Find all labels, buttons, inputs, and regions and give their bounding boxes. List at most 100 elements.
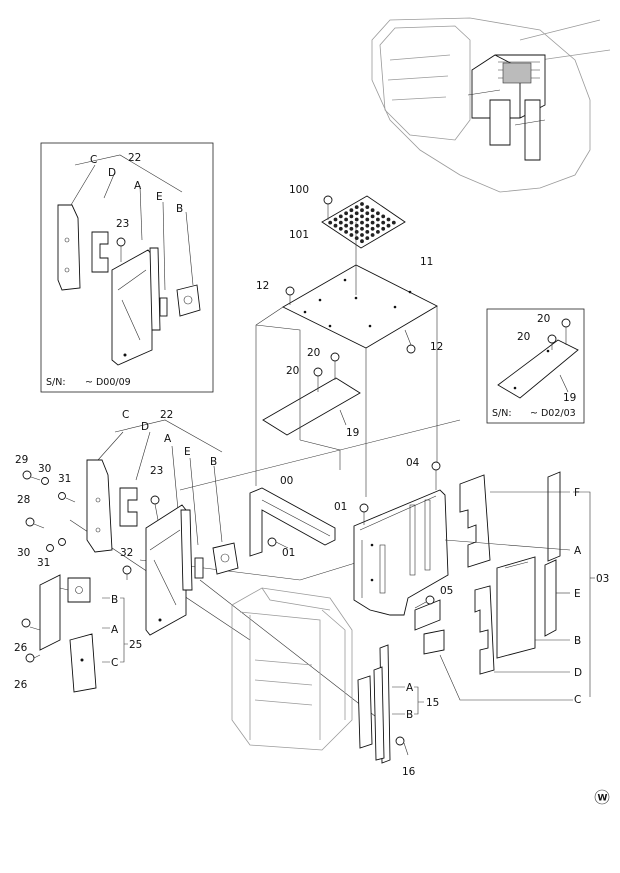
callout-12b: 12 <box>430 341 443 353</box>
overview-highlight-box <box>467 54 546 161</box>
inset-box-early-serial: C 22 D A E B 23 S/N: ~ D00/09 <box>40 142 214 393</box>
perforation-hole <box>349 220 354 225</box>
perforation-hole <box>344 211 348 216</box>
left-hardware <box>21 470 132 693</box>
perforation-hole <box>365 211 370 216</box>
perforation-hole <box>344 230 348 234</box>
perforation-hole <box>376 230 380 234</box>
right-plate-set <box>459 471 561 675</box>
perforation-hole <box>349 233 354 237</box>
callout-20b: 20 <box>286 365 299 377</box>
perforation-hole <box>354 205 359 210</box>
inset-serial-range: ~ D00/09 <box>85 377 131 388</box>
callout-D3: D <box>574 667 582 679</box>
perforation-hole <box>344 217 348 222</box>
perforation-hole <box>354 236 359 241</box>
callout-00: 00 <box>280 475 293 487</box>
perforation-hole <box>381 214 386 219</box>
perforation-hole <box>354 230 359 234</box>
perforation-hole <box>376 217 380 222</box>
callout-A1: A <box>164 433 172 445</box>
perforation-hole <box>381 226 386 231</box>
callout-26a: 26 <box>14 642 28 654</box>
perforation-hole <box>360 208 364 213</box>
perforation-hole <box>354 217 359 222</box>
perforation-hole <box>338 214 343 219</box>
callout-29: 29 <box>15 454 28 466</box>
callout-11: 11 <box>420 256 433 268</box>
callout-01a: 01 <box>334 501 347 513</box>
callout-A4: A <box>406 682 414 694</box>
callout-31b: 31 <box>37 557 50 569</box>
perforation-hole <box>370 233 375 237</box>
callout-C2: C <box>111 657 118 669</box>
perforation-hole <box>360 214 364 219</box>
callout-31a: 31 <box>58 473 71 485</box>
callout-E1: E <box>184 446 191 458</box>
perforation-hole <box>360 233 364 237</box>
callout-30b: 30 <box>17 547 30 559</box>
perforation-hole <box>391 220 396 225</box>
callout-04: 04 <box>406 457 420 469</box>
perforation-hole <box>349 226 354 231</box>
perforation-hole <box>370 214 375 219</box>
callout-E3: E <box>574 588 581 600</box>
left-plate-set <box>86 419 239 636</box>
radiator-core <box>231 587 353 751</box>
callout-101: 101 <box>289 229 309 241</box>
callout-B3: B <box>574 635 581 647</box>
perforation-hole <box>376 211 380 216</box>
perforation-hole <box>360 202 364 206</box>
callout-23: 23 <box>150 465 163 477</box>
inset-label-22: 22 <box>128 152 141 164</box>
perforation-hole <box>381 220 386 225</box>
perforation-hole <box>344 223 348 228</box>
perforation-hole <box>386 217 391 222</box>
perforation-hole <box>376 223 380 228</box>
w-mark: W <box>594 789 610 805</box>
frame-bracket <box>249 487 336 557</box>
perforation-hole <box>365 230 370 234</box>
inset2-label-20a: 20 <box>537 313 550 325</box>
perforation-hole <box>328 220 333 225</box>
callout-F3: F <box>574 487 580 499</box>
perforation-hole <box>349 214 354 219</box>
perforation-holes <box>328 202 396 244</box>
callout-A2: A <box>111 624 119 636</box>
inset2-serial-range: ~ D02/03 <box>530 408 576 419</box>
top-cover-assembly <box>262 195 438 436</box>
callout-28: 28 <box>17 494 30 506</box>
perforation-hole <box>354 211 359 216</box>
callout-C1: C <box>122 409 129 421</box>
main-side-panel <box>353 461 573 701</box>
perforation-hole <box>370 226 375 231</box>
perforation-hole <box>333 217 338 222</box>
w-mark-letter: W <box>598 794 608 804</box>
perforation-hole <box>349 208 354 213</box>
perforation-hole <box>360 226 364 231</box>
perforation-hole <box>333 223 338 228</box>
callout-26b: 26 <box>14 679 28 691</box>
perforation-hole <box>354 223 359 228</box>
inset-label-E: E <box>156 191 163 203</box>
callout-05: 05 <box>440 585 453 597</box>
perforation-hole <box>365 205 370 210</box>
callout-B1: B <box>210 456 217 468</box>
callout-32: 32 <box>120 547 133 559</box>
perforation-hole <box>370 220 375 225</box>
callout-A3: A <box>574 545 582 557</box>
inset-label-A: A <box>134 180 142 192</box>
perforation-hole <box>365 217 370 222</box>
callout-15: 15 <box>426 697 439 709</box>
inset2-label-20b: 20 <box>517 331 530 343</box>
callout-22: 22 <box>160 409 173 421</box>
inset2-label-19: 19 <box>563 392 576 404</box>
callout-16: 16 <box>402 766 416 778</box>
perforation-hole <box>360 239 364 244</box>
inset-label-D: D <box>108 167 116 179</box>
callout-19: 19 <box>346 427 359 439</box>
perforation-hole <box>370 208 375 213</box>
inset-label-C: C <box>90 154 97 166</box>
callout-25: 25 <box>129 639 142 651</box>
